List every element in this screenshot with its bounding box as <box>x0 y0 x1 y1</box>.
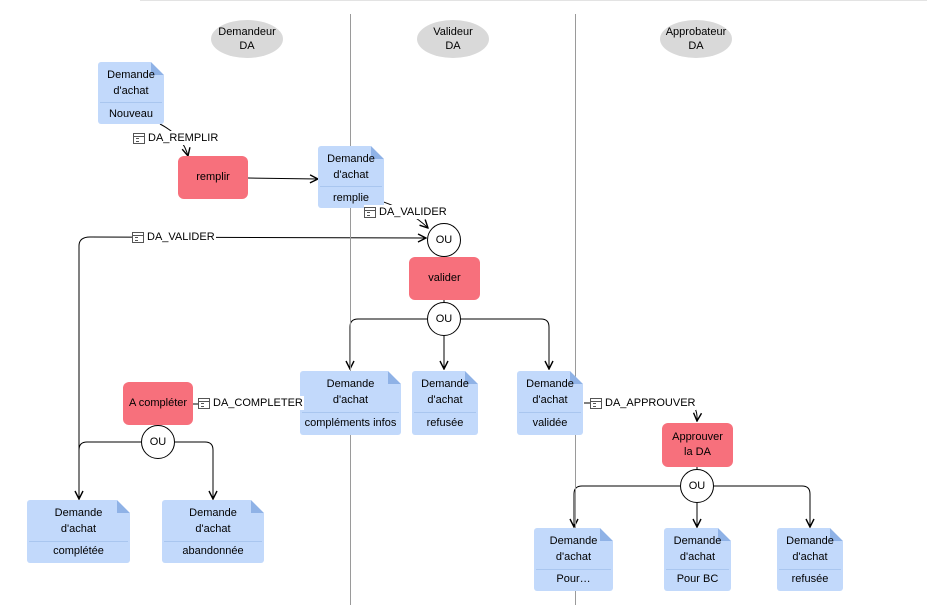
edge-completee-valider <box>78 237 426 499</box>
event-list-icon <box>364 206 376 218</box>
trigger-da-valider-left[interactable]: DA_VALIDER <box>132 230 216 244</box>
document-refusee-approbateur[interactable]: Demande d'achat refusée <box>777 528 843 591</box>
event-list-icon <box>133 132 145 144</box>
trigger-da-valider-top[interactable]: DA_VALIDER <box>364 205 448 219</box>
document-title: Demande d'achat <box>107 69 155 97</box>
edge-gateway-refusee-appro <box>714 485 810 527</box>
document-divider <box>779 569 841 570</box>
document-divider <box>320 186 382 187</box>
document-title: Demande d'achat <box>786 535 834 563</box>
document-state: refusée <box>426 417 464 429</box>
document-divider <box>29 541 128 542</box>
document-divider <box>666 569 729 570</box>
lane-header-valideur[interactable]: Valideur DA <box>417 20 489 58</box>
document-nouveau[interactable]: Demande d'achat Nouveau <box>98 62 164 124</box>
lane-divider-1 <box>350 14 351 605</box>
action-approuver-da[interactable]: Approuver la DA <box>662 423 733 467</box>
document-state: remplie <box>332 192 370 204</box>
document-state: Nouveau <box>108 108 154 120</box>
document-state: Pour BC <box>676 573 719 585</box>
document-state: abandonnée <box>182 545 244 557</box>
edge-gateway-completee <box>79 441 141 499</box>
action-a-completer[interactable]: A compléter <box>123 382 193 425</box>
document-divider <box>414 412 476 413</box>
gateway-ou-after-completer[interactable]: OU <box>141 425 175 459</box>
document-divider <box>100 102 162 103</box>
gateway-ou-before-valider[interactable]: OU <box>427 223 461 257</box>
document-divider <box>302 412 399 413</box>
document-divider <box>519 412 581 413</box>
trigger-da-remplir[interactable]: DA_REMPLIR <box>133 131 220 145</box>
document-refusee-valideur[interactable]: Demande d'achat refusée <box>412 371 478 435</box>
trigger-label: DA_VALIDER <box>379 206 447 218</box>
edge-remplir-remplie <box>247 178 318 179</box>
document-remplie[interactable]: Demande d'achat remplie <box>318 146 384 208</box>
trigger-da-completer[interactable]: DA_COMPLETER <box>198 396 304 410</box>
document-state: compléments infos <box>304 417 397 429</box>
event-list-icon <box>590 397 602 409</box>
action-valider[interactable]: valider <box>409 257 480 300</box>
document-title: Demande d'achat <box>421 378 469 406</box>
trigger-label: DA_VALIDER <box>147 231 215 243</box>
event-list-icon <box>132 231 144 243</box>
gateway-ou-after-approuver[interactable]: OU <box>680 469 714 503</box>
edge-gateway-abandonnee <box>175 441 213 499</box>
document-state: Pour… <box>556 573 591 585</box>
lane-header-approbateur[interactable]: Approbateur DA <box>660 20 732 58</box>
edge-gateway-validee <box>461 318 549 369</box>
trigger-label: DA_REMPLIR <box>148 132 219 144</box>
document-divider <box>536 569 611 570</box>
event-list-icon <box>198 397 210 409</box>
lane-divider-2 <box>575 14 576 605</box>
trigger-label: DA_APPROUVER <box>605 397 696 409</box>
canvas-top-border <box>140 0 927 1</box>
document-completee[interactable]: Demande d'achat complétée <box>27 500 130 563</box>
document-divider <box>164 541 262 542</box>
document-pour-bc[interactable]: Demande d'achat Pour BC <box>664 528 731 591</box>
document-abandonnee[interactable]: Demande d'achat abandonnée <box>162 500 264 563</box>
document-state: validée <box>532 417 568 429</box>
trigger-da-approuver[interactable]: DA_APPROUVER <box>590 396 697 410</box>
document-title: Demande d'achat <box>549 535 598 563</box>
document-title: Demande d'achat <box>526 378 574 406</box>
document-state: complétée <box>53 545 104 557</box>
lane-header-demandeur[interactable]: Demandeur DA <box>211 20 283 58</box>
document-title: Demande d'achat <box>54 507 103 535</box>
trigger-label: DA_COMPLETER <box>213 397 303 409</box>
action-remplir[interactable]: remplir <box>178 156 248 199</box>
document-validee[interactable]: Demande d'achat validée <box>517 371 583 435</box>
gateway-ou-after-valider[interactable]: OU <box>427 302 461 336</box>
document-title: Demande d'achat <box>189 507 237 535</box>
document-pour[interactable]: Demande d'achat Pour… <box>534 528 613 591</box>
document-title: Demande d'achat <box>327 153 375 181</box>
document-state: refusée <box>791 573 829 585</box>
edge-gateway-complements <box>350 318 427 369</box>
document-title: Demande d'achat <box>326 378 375 406</box>
edge-gateway-pour <box>574 485 680 527</box>
document-title: Demande d'achat <box>673 535 722 563</box>
document-complements-infos[interactable]: Demande d'achat compléments infos <box>300 371 401 435</box>
